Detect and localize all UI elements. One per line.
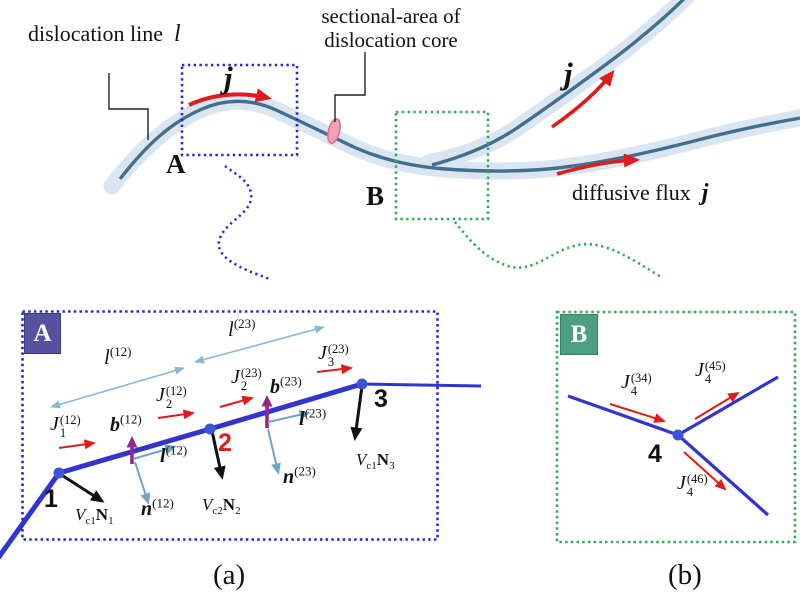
tangent-arrow-l23: [267, 409, 311, 423]
label-velocity-2: Vc2N2: [202, 495, 241, 517]
dislocation-line-label: dislocation line l: [28, 21, 181, 47]
diffusive-flux-label: diffusive flux j: [572, 180, 709, 206]
label-J4-45: J(45)4: [695, 359, 726, 386]
region-a-label: A: [166, 149, 186, 179]
flux-arrow-J2-12: [157, 409, 195, 420]
node-3: [356, 378, 368, 390]
caption-a: (a): [213, 559, 246, 591]
velocity-arrow-v2: [210, 430, 226, 480]
label-J2-23: J(23)2: [231, 366, 262, 393]
tangent-arrow-l12: [132, 444, 177, 460]
normal-arrow-n23: [267, 428, 281, 475]
flux-arrow-J4-46: [683, 451, 727, 491]
label-J4-34: J(34)4: [621, 371, 652, 398]
zoom-box-a: [180, 63, 299, 157]
connector-squiggle-b: [453, 221, 662, 279]
node-3-label: 3: [374, 385, 388, 413]
core-section-ellipse: [327, 118, 341, 144]
label-J4-46: J(46)4: [677, 472, 708, 499]
flux-arrow-a: [188, 88, 272, 107]
node-2-label: 2: [218, 429, 232, 457]
label-J2-12: J(12)2: [156, 384, 187, 411]
velocity-arrow-v1: [59, 472, 105, 503]
flux-arrow-J2-23: [219, 395, 254, 408]
flux-arrow-J1-12: [58, 439, 96, 450]
core-ribbon-main: [103, 92, 800, 195]
dislocation-line-leader: [108, 73, 149, 140]
flux-j-label-a: j: [224, 60, 233, 95]
node-1-label: 1: [44, 485, 58, 513]
measure-arrow-l23: [194, 325, 325, 364]
label-b23: b(23): [270, 373, 302, 398]
node-4-label: 4: [648, 440, 662, 468]
flux-arrow-J4-45: [694, 391, 740, 420]
dislocation-curve-branch: [431, 0, 686, 167]
dislocation-curve-main: [118, 99, 800, 181]
panel-b-border: [555, 310, 797, 544]
sectional-area-label: sectional-area of dislocation core: [321, 4, 461, 52]
label-n23: n(23): [283, 463, 316, 488]
panel-b-line-left: [567, 394, 679, 437]
flux-arrow-J4-34: [609, 403, 666, 423]
panel-a-badge: A: [24, 313, 61, 354]
connector-squiggle-a: [217, 164, 271, 281]
flux-arrow-J3-23: [316, 364, 353, 375]
label-tangent-l23: l(23): [299, 405, 327, 430]
sectional-area-leader: [334, 52, 366, 122]
node-2: [204, 423, 216, 435]
label-velocity-3: Vc1N3: [356, 450, 395, 472]
flux-arrow-branch: [550, 69, 615, 129]
label-tangent-l12: l(12): [160, 442, 188, 467]
label-J3-23: J(23)3: [318, 342, 349, 369]
label-length-l12: l(12): [104, 344, 132, 369]
normal-arrow-n12: [134, 461, 151, 505]
node-1: [53, 467, 65, 479]
velocity-arrow-v3: [350, 385, 364, 441]
panel-a-border: [21, 310, 439, 541]
caption-b: (b): [668, 559, 702, 591]
zoom-box-b: [394, 110, 490, 221]
panel-b-line-lower: [676, 433, 770, 517]
panel-b-badge: B: [560, 314, 598, 355]
flux-j-label-branch: j: [564, 56, 573, 91]
panel-a-polyline-tail: [361, 382, 482, 388]
label-b12: b(12): [110, 411, 142, 436]
measure-arrow-l12: [50, 366, 185, 409]
label-length-l23: l(23): [228, 316, 256, 341]
panel-b-line-upper: [677, 375, 779, 437]
region-b-label: B: [366, 181, 385, 211]
label-n12: n(12): [141, 495, 174, 520]
diffusive-flux-arrow: [556, 153, 640, 176]
label-velocity-1: Vc1N1: [75, 505, 114, 527]
panel-a-polyline: [0, 381, 363, 560]
node-4: [672, 429, 684, 441]
label-J1-12: J(12)1: [50, 413, 81, 440]
